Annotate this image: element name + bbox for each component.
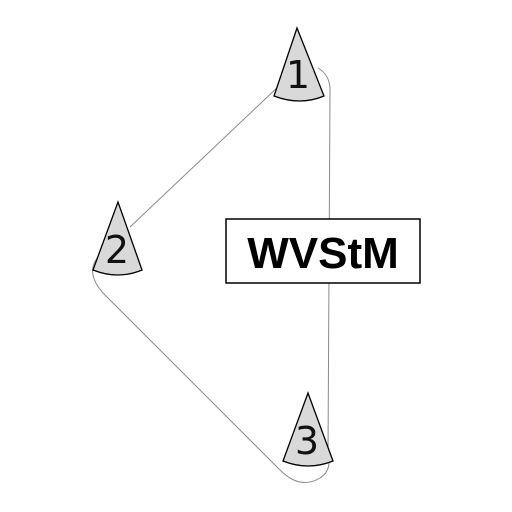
marker-1-label: 1 [286,53,310,97]
route-label-text: WVStM [247,229,399,278]
edge-1-2 [129,84,281,228]
route-path [92,67,331,483]
edge-2-3 [92,254,330,483]
marker-1[interactable]: 1 [273,26,325,102]
route-label: WVStM [225,218,421,284]
edge-3-1 [317,67,331,456]
route-label-box [225,218,421,284]
marker-2[interactable]: 2 [92,200,143,276]
marker-1-shape [273,26,325,102]
marker-2-label: 2 [105,228,129,272]
marker-3-shape [282,391,334,467]
marker-3[interactable]: 3 [282,391,334,467]
marker-2-shape [92,200,143,276]
marker-3-label: 3 [295,419,319,463]
